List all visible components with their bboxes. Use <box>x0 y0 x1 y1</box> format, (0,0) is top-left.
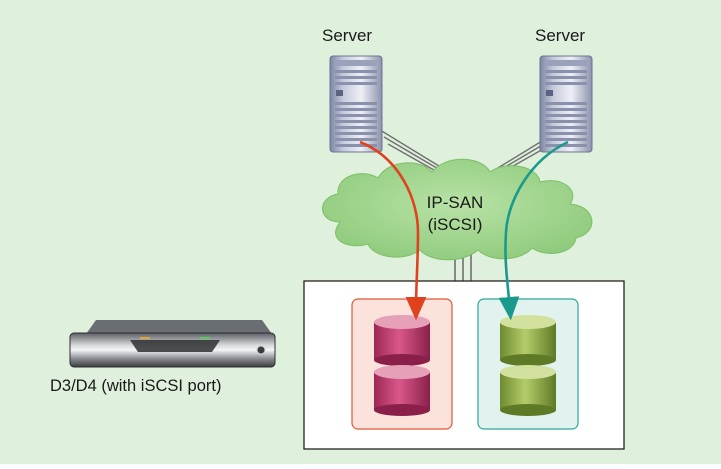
rack-storage-icon <box>69 320 276 368</box>
data-path-arrow-red <box>359 140 427 321</box>
server-tower-icon <box>329 55 383 153</box>
network-label: IP-SAN (iSCSI) <box>400 192 510 236</box>
cylinder-disk-icon <box>500 365 556 416</box>
network-label-line2: (iSCSI) <box>427 215 483 234</box>
data-path-arrow-teal <box>498 140 569 321</box>
cylinder-disk-icon <box>374 365 430 416</box>
server-2-label: Server <box>535 26 586 45</box>
network-label-line1: IP-SAN <box>426 193 484 212</box>
cloud-icon <box>322 158 593 261</box>
cylinder-disk-icon <box>374 315 430 366</box>
cylinder-disk-icon <box>500 315 556 366</box>
server-tower-icon <box>539 55 593 153</box>
server-1-label: Server <box>322 26 373 45</box>
storage-device-label: D3/D4 (with iSCSI port) <box>50 377 222 395</box>
